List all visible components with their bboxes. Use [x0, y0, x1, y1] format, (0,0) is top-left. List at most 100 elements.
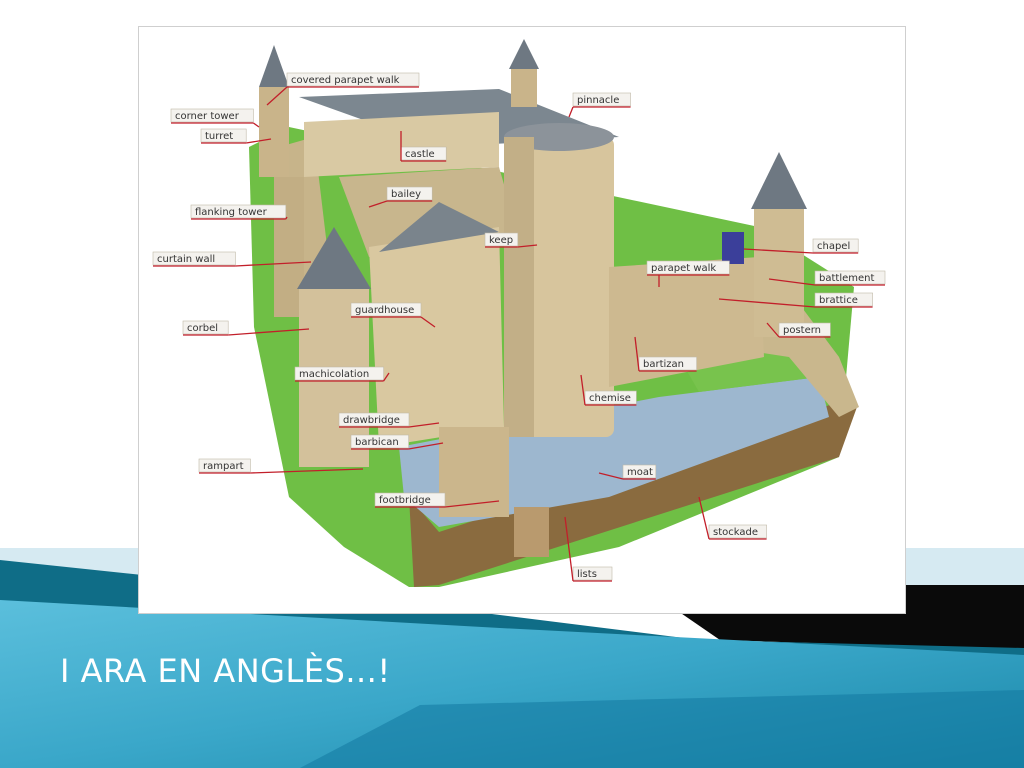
label-box — [778, 322, 831, 337]
label-box — [350, 434, 409, 449]
corbel-tower-roof — [297, 227, 371, 289]
label-box — [646, 260, 730, 275]
label-text: guardhouse — [355, 305, 414, 316]
top-tower-body — [511, 67, 537, 107]
label-barbican: barbican — [350, 434, 444, 450]
label-guardhouse: guardhouse — [350, 302, 436, 328]
label-leader-line — [564, 516, 574, 582]
label-box — [814, 270, 886, 285]
barbican-body — [439, 427, 509, 517]
label-text: machicolation — [299, 369, 369, 380]
label-layer: covered parapet walk corner tower turret pi… — [152, 72, 886, 582]
label-postern: postern — [766, 322, 831, 338]
castle-diagram-frame: covered parapet walk corner tower turret pi… — [138, 26, 906, 614]
label-moat: moat — [598, 464, 657, 480]
label-box — [638, 356, 697, 371]
label-box — [386, 186, 433, 201]
corner-tower-roof — [259, 45, 289, 87]
label-leader-line — [768, 278, 816, 286]
chapel-tower-body — [754, 207, 804, 337]
label-box — [622, 464, 657, 479]
chapel-tower-roof — [751, 152, 807, 209]
label-text: lists — [577, 569, 597, 580]
label-box — [572, 92, 631, 107]
label-text: chemise — [589, 393, 631, 404]
label-footbridge: footbridge — [374, 492, 500, 508]
chapel-window — [722, 232, 744, 264]
label-text: battlement — [819, 273, 874, 284]
label-text: flanking tower — [195, 207, 268, 218]
keep-shadow — [504, 137, 534, 437]
label-leader-line — [517, 244, 538, 248]
label-text: curtain wall — [157, 254, 215, 265]
label-text: corner tower — [175, 111, 240, 122]
label-text: keep — [489, 235, 513, 246]
label-text: drawbridge — [343, 415, 400, 426]
label-box — [374, 492, 446, 507]
label-corbel: corbel — [182, 320, 310, 336]
castle-diagram: covered parapet walk corner tower turret pi… — [152, 39, 886, 587]
label-leader-line — [246, 138, 272, 144]
label-box — [198, 458, 251, 473]
label-text: corbel — [187, 323, 218, 334]
label-box — [286, 72, 420, 87]
label-box — [812, 238, 859, 253]
label-text: brattice — [819, 295, 858, 306]
label-leader-line — [408, 442, 444, 450]
label-text: castle — [405, 149, 435, 160]
label-leader-line — [766, 322, 780, 338]
label-leader-line — [580, 374, 586, 406]
label-leader-line — [408, 422, 440, 428]
label-leader-line — [420, 316, 436, 328]
label-text: turret — [205, 131, 233, 142]
label-flanking-tower: flanking tower — [190, 204, 288, 220]
chemise-wall — [609, 257, 764, 387]
label-box — [814, 292, 873, 307]
label-text: bailey — [391, 189, 421, 200]
slide-title: I ARA EN ANGLÈS...! — [60, 652, 391, 690]
guardhouse-building — [369, 227, 504, 447]
label-box — [572, 566, 613, 581]
label-keep: keep — [484, 232, 538, 248]
label-text: stockade — [713, 527, 758, 538]
label-leader-line — [444, 500, 500, 508]
label-chemise: chemise — [580, 374, 637, 406]
label-rampart: rampart — [198, 458, 364, 474]
label-text: pinnacle — [577, 95, 619, 106]
label-box — [350, 302, 422, 317]
guardhouse-roof — [379, 202, 499, 252]
corner-tower-body — [259, 87, 289, 177]
footbridge-deck — [514, 507, 549, 557]
label-box — [152, 251, 236, 266]
label-text: moat — [627, 467, 653, 478]
label-leader-line — [253, 122, 260, 128]
label-bartizan: bartizan — [634, 336, 697, 372]
label-covered-parapet-walk: covered parapet walk — [266, 72, 420, 106]
label-leader-line — [250, 468, 364, 474]
label-leader-line — [235, 261, 312, 267]
label-box — [170, 108, 254, 123]
label-leader-line — [598, 472, 624, 480]
label-leader-line — [228, 328, 310, 336]
label-text: barbican — [355, 437, 399, 448]
label-box — [294, 366, 384, 381]
label-text: parapet walk — [651, 263, 716, 274]
label-text: rampart — [203, 461, 244, 472]
label-leader-line — [285, 216, 288, 220]
label-pinnacle: pinnacle — [568, 92, 631, 118]
label-box — [190, 204, 287, 219]
label-box — [338, 412, 410, 427]
label-leader-line — [266, 86, 288, 106]
label-leader-line — [718, 298, 816, 308]
label-box — [484, 232, 519, 247]
label-text: chapel — [817, 241, 850, 252]
label-text: covered parapet walk — [291, 75, 400, 86]
label-text: bartizan — [643, 359, 684, 370]
label-leader-line — [634, 336, 640, 372]
label-brattice: brattice — [718, 292, 873, 308]
lower-dark-band — [300, 690, 1024, 768]
label-leader-line — [383, 372, 390, 382]
label-box — [708, 524, 767, 539]
label-battlement: battlement — [768, 270, 886, 286]
